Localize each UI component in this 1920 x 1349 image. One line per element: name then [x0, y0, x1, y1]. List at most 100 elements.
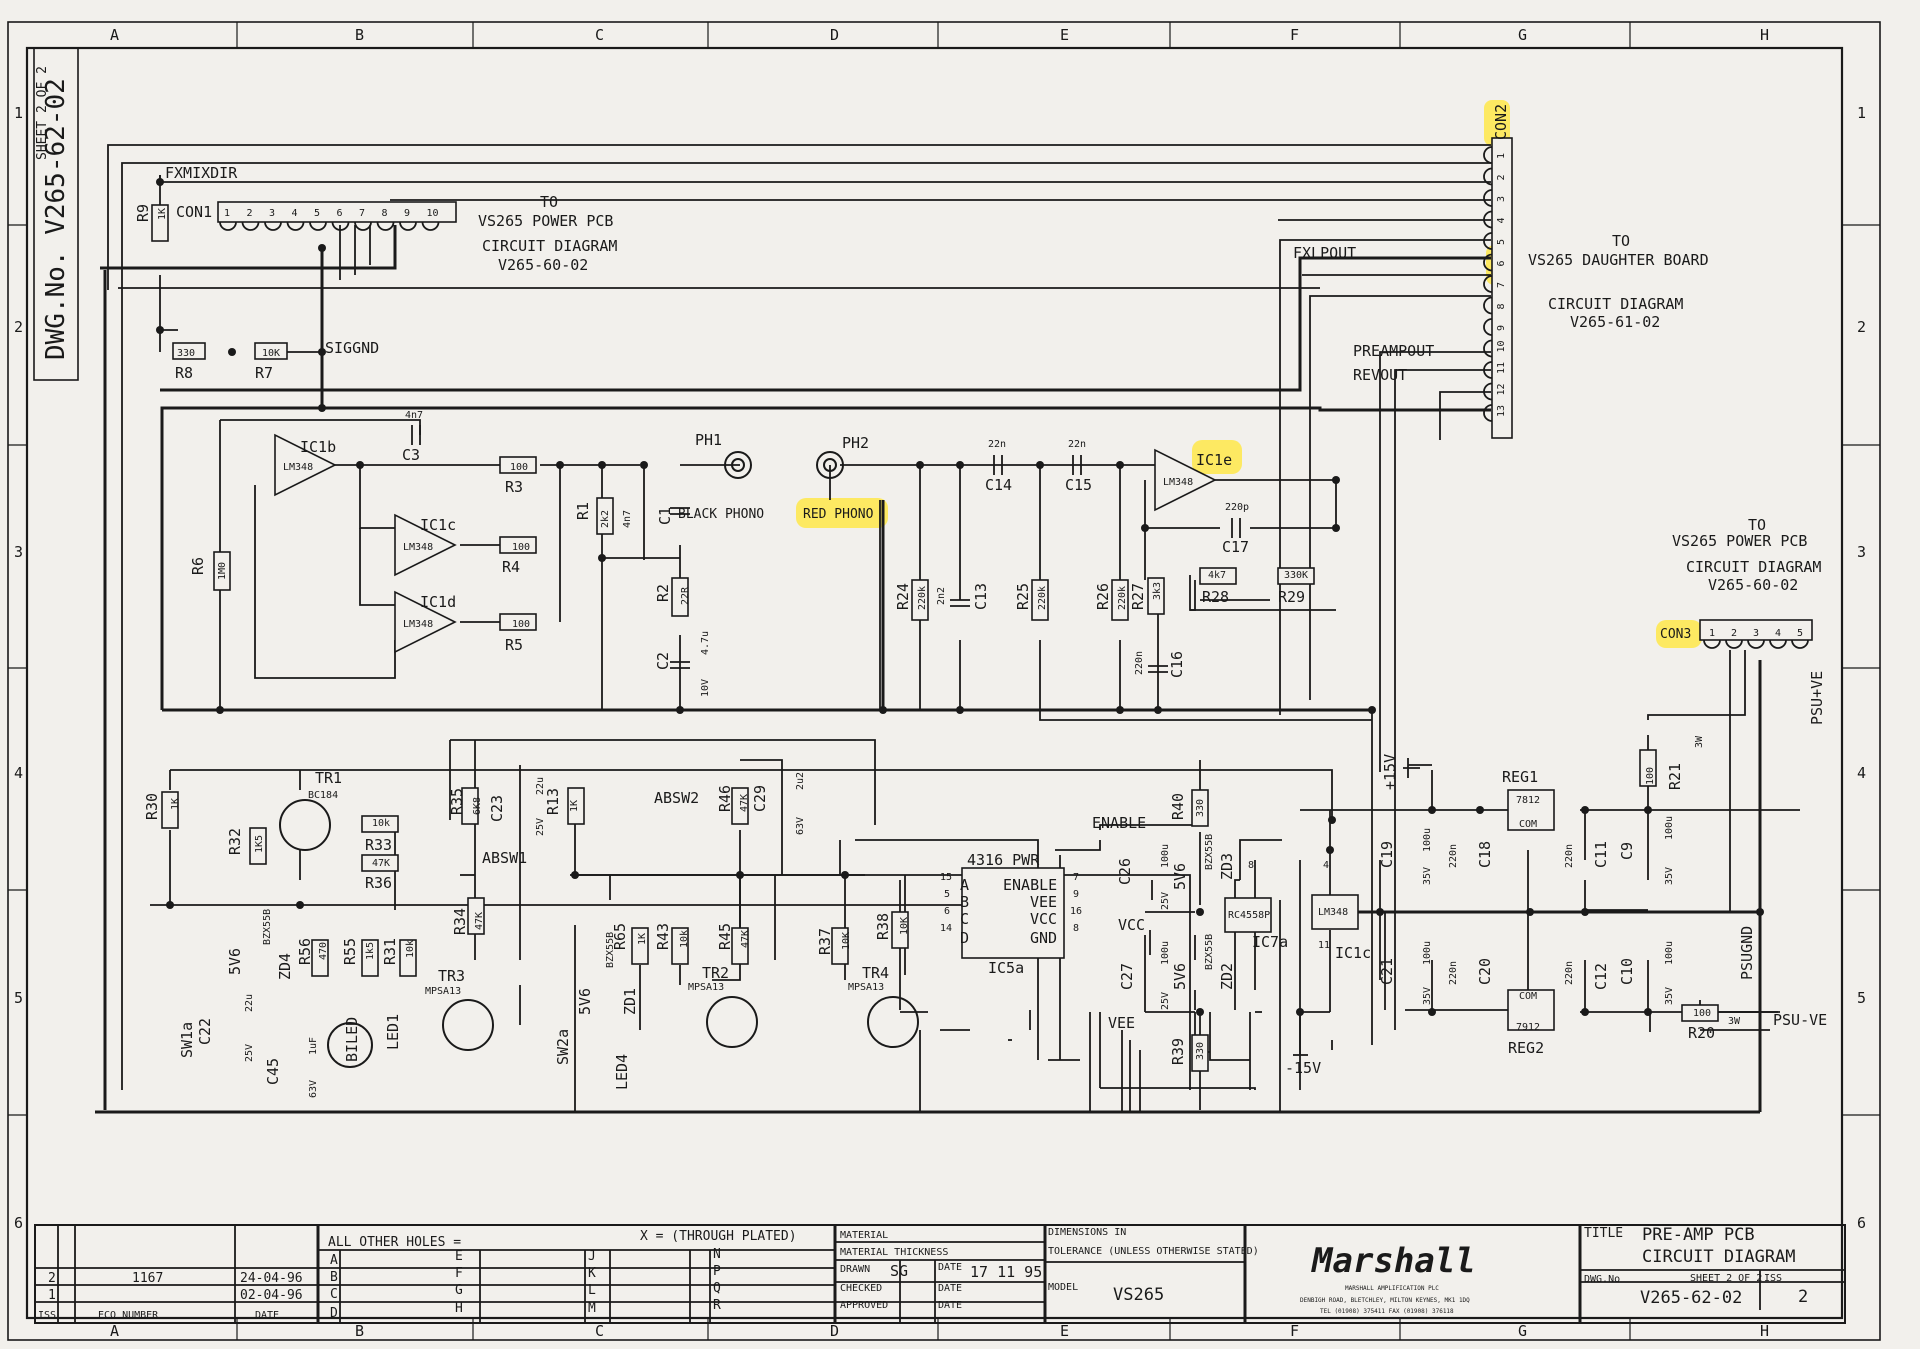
resistor: [161, 791, 179, 829]
title-block: [34, 1224, 1846, 1324]
ic1d: IC1d LM348: [394, 590, 457, 654]
component-label: 1: [48, 1288, 56, 1303]
grid-col-bottom: A: [110, 1322, 119, 1340]
grid-col-top: H: [1760, 26, 1769, 44]
resistor: [1191, 789, 1209, 827]
component-label: 17 11 95: [970, 1263, 1042, 1281]
component-label: R39: [1169, 1038, 1187, 1065]
con3-pin: 1: [1709, 628, 1715, 639]
component-label: R7: [255, 364, 273, 382]
con2-pin: 4: [1496, 217, 1507, 223]
resistor: [361, 815, 399, 833]
con2-pin: 13: [1496, 405, 1507, 417]
svg-text:LM348: LM348: [283, 462, 313, 473]
component-label: 25V: [1160, 892, 1171, 910]
component-label: 470: [318, 942, 329, 960]
component-label: C12: [1592, 963, 1610, 990]
con2-pin: 5: [1496, 239, 1507, 245]
component-label: 2: [1798, 1287, 1808, 1307]
component-label: 7912: [1516, 1022, 1540, 1033]
component-label: CIRCUIT DIAGRAM: [1548, 295, 1683, 313]
resistor: [671, 577, 689, 617]
resistor: [731, 787, 749, 825]
component-label: 100: [510, 462, 528, 473]
component-label: C21: [1378, 958, 1396, 985]
component-label: PH2: [842, 434, 869, 452]
component-label: D: [330, 1306, 338, 1321]
component-label: LED4: [613, 1054, 631, 1090]
component-label: 220p: [1225, 502, 1249, 513]
resistor: [151, 204, 169, 242]
component-label: 100: [512, 542, 530, 553]
component-label: GND: [1030, 929, 1057, 947]
component-label: 35V: [1422, 867, 1433, 885]
component-label: C10: [1618, 958, 1636, 985]
component-label: BZX55B: [1204, 934, 1215, 970]
component-label: PSUGND: [1738, 926, 1756, 980]
component-label: R5: [505, 636, 523, 654]
resistor: [1681, 1004, 1719, 1022]
component-label: 22u: [535, 777, 546, 795]
con2-pin: 1: [1496, 153, 1507, 159]
resistor: [911, 579, 929, 621]
component-label: N: [713, 1247, 721, 1262]
grid-row-left: 5: [14, 989, 23, 1007]
component-label: 47K: [372, 858, 390, 869]
component-label: R65: [611, 923, 629, 950]
grid-row-left: 6: [14, 1214, 23, 1232]
component-label: LM348: [1318, 907, 1348, 918]
component-label: VS265: [1113, 1285, 1164, 1305]
component-label: TR2: [702, 964, 729, 982]
component-label: CHECKED: [840, 1283, 882, 1294]
component-label: CON2: [1492, 104, 1510, 140]
grid-row-left: 4: [14, 764, 23, 782]
component-label: ENABLE: [1092, 814, 1146, 832]
component-label: TITLE: [1584, 1226, 1623, 1241]
component-label: C45: [264, 1058, 282, 1085]
component-label: 47K: [474, 912, 485, 930]
component-label: 100u: [1664, 816, 1675, 840]
component-label: CON3: [1660, 627, 1691, 642]
resistor: [499, 456, 537, 474]
component-label: REG1: [1502, 768, 1538, 786]
resistor: [671, 927, 689, 965]
component-label: MPSA13: [688, 982, 724, 993]
component-label: BC184: [308, 790, 338, 801]
component-label: 8: [1248, 860, 1254, 871]
component-label: G: [455, 1283, 463, 1298]
svg-text:LM348: LM348: [1163, 477, 1193, 488]
component-label: 100: [1645, 767, 1656, 785]
component-label: R34: [451, 908, 469, 935]
grid-col-top: A: [110, 26, 119, 44]
component-label: R4: [502, 558, 520, 576]
con1-pin: 4: [292, 208, 298, 219]
component-label: -15V: [1285, 1059, 1321, 1077]
component-label: 1K: [637, 933, 648, 945]
resistor: [213, 551, 231, 591]
component-label: 14: [940, 923, 952, 934]
component-label: 220n: [1564, 961, 1575, 985]
resistor: [891, 911, 909, 949]
component-label: 220k: [1117, 586, 1128, 610]
component-label: V265-62-02: [1640, 1288, 1742, 1308]
grid-col-bottom: C: [595, 1322, 604, 1340]
component-label: COM: [1519, 819, 1537, 830]
component-label: V265-60-02: [498, 256, 588, 274]
component-label: 1M0: [217, 562, 228, 580]
component-label: TR4: [862, 964, 889, 982]
component-label: C16: [1168, 651, 1186, 678]
component-label: 1K5: [254, 835, 265, 853]
con3-pin: 2: [1731, 628, 1737, 639]
component-label: H: [455, 1301, 463, 1316]
component-label: TOLERANCE (UNLESS OTHERWISE STATED): [1048, 1246, 1259, 1257]
con2-pin: 9: [1496, 325, 1507, 331]
component-label: 100u: [1664, 941, 1675, 965]
component-label: 25V: [244, 1044, 255, 1062]
con1-pin: 7: [359, 208, 365, 219]
component-label: REG2: [1508, 1039, 1544, 1057]
resistor: [361, 854, 399, 872]
component-label: 63V: [308, 1080, 319, 1098]
component-label: A: [330, 1253, 338, 1268]
component-label: Q: [713, 1281, 721, 1296]
